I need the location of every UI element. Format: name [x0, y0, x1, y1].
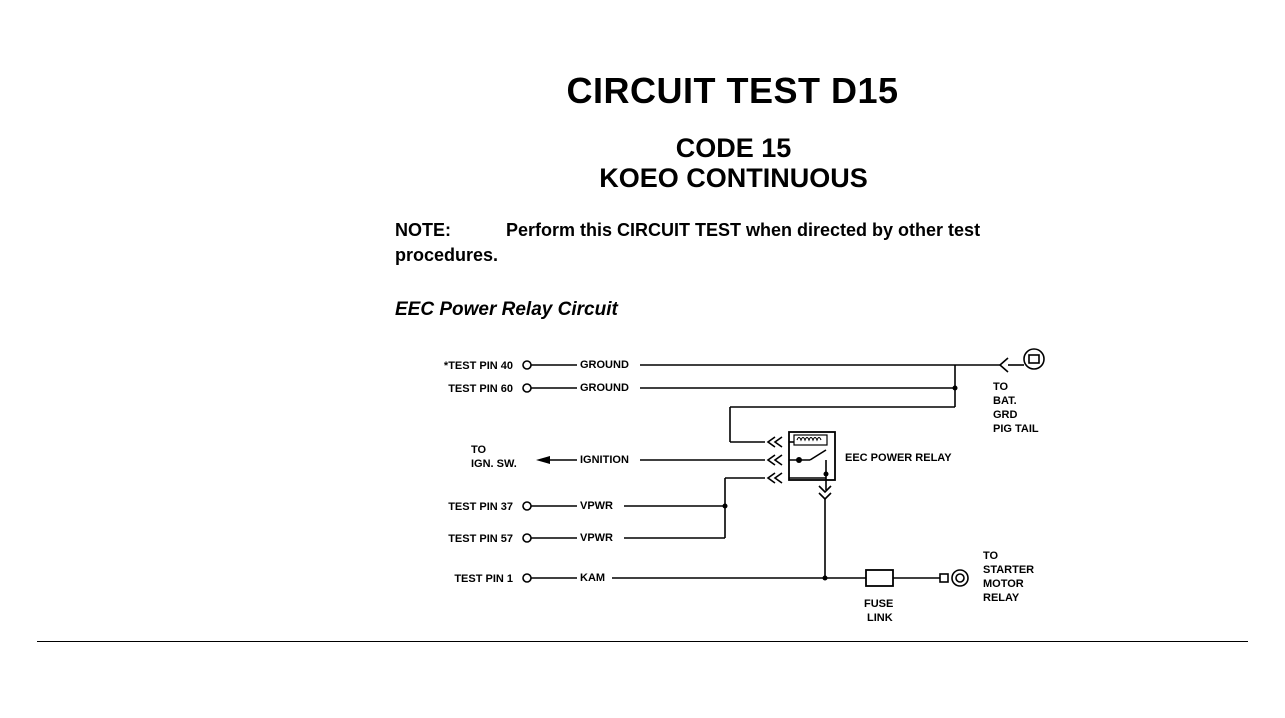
mode-subtitle: KOEO CONTINUOUS: [599, 163, 868, 193]
pin-label: *TEST PIN 40: [444, 360, 513, 372]
pin-label: TEST PIN 57: [448, 533, 513, 545]
pin-label: TEST PIN 1: [454, 573, 513, 585]
ignition-arrow-icon: [536, 456, 550, 464]
starter-label: TO: [983, 550, 999, 562]
vpwr-junction-dot: [722, 503, 728, 509]
page-title: CIRCUIT TEST D15: [566, 70, 899, 111]
wire-label: GROUND: [580, 359, 629, 371]
fuse-label: FUSE: [864, 598, 893, 610]
wire-label: VPWR: [580, 532, 613, 544]
wire-label: VPWR: [580, 500, 613, 512]
pin60-terminal-icon: [522, 383, 532, 393]
relay-diode-dot: [796, 457, 802, 463]
battery-label: BAT.: [993, 395, 1017, 407]
section-title: EEC Power Relay Circuit: [395, 299, 618, 320]
wire-label: KAM: [580, 572, 605, 584]
note-paragraph: NOTE:Perform this CIRCUIT TEST when dire…: [395, 218, 1075, 268]
pin1-terminal-icon: [522, 573, 532, 583]
pin57-terminal-icon: [522, 533, 532, 543]
pin40-terminal-icon: [522, 360, 532, 370]
ground-junction-dot: [952, 385, 958, 391]
kam-junction-dot: [822, 575, 828, 581]
pin37-terminal-icon: [522, 501, 532, 511]
ignition-dest-label: IGN. SW.: [471, 458, 517, 470]
relay-label: EEC POWER RELAY: [845, 452, 952, 464]
battery-label: TO: [993, 381, 1009, 393]
wire-label: IGNITION: [580, 454, 629, 466]
wire-label: GROUND: [580, 382, 629, 394]
note-label: NOTE:: [395, 220, 451, 240]
battery-label: PIG TAIL: [993, 423, 1039, 435]
code-subtitle: CODE 15: [675, 133, 792, 163]
pin-label: TEST PIN 37: [448, 501, 513, 513]
pin-label: TEST PIN 60: [448, 383, 513, 395]
battery-label: GRD: [993, 409, 1018, 421]
starter-label: MOTOR: [983, 578, 1024, 590]
bottom-rule: [37, 641, 1248, 642]
fuse-label: LINK: [867, 612, 893, 624]
ignition-dest-label: TO: [471, 444, 487, 456]
note-text: Perform this CIRCUIT TEST when directed …: [395, 220, 981, 265]
starter-label: STARTER: [983, 564, 1034, 576]
starter-label: RELAY: [983, 592, 1020, 604]
